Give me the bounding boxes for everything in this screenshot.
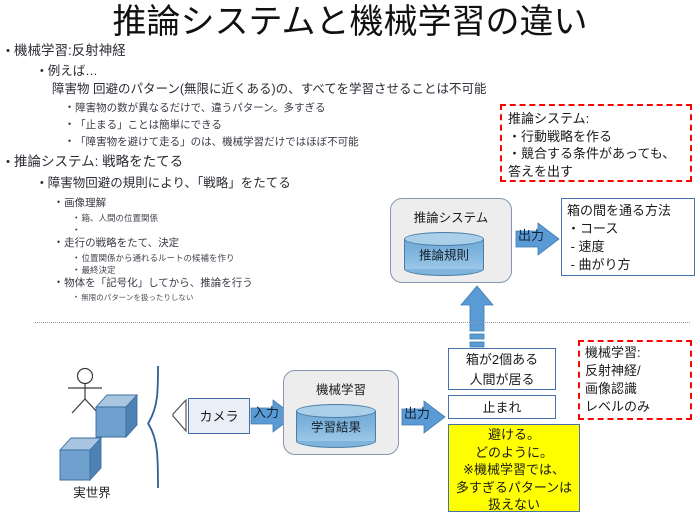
callout-ml-line-2: 画像認識 [585, 381, 638, 396]
inference-system-box-label: 推論システム [413, 211, 489, 225]
camera-label: カメラ [199, 409, 239, 424]
inference-result-line-3: - 曲がり方 [567, 257, 631, 272]
input-arrow-label: 入力 [252, 405, 279, 420]
warning-line-3: 多すぎるパターンは [455, 479, 573, 495]
warning-line-0: 避ける。 [487, 427, 540, 442]
outline-ml-sub-0: 障害物の数が異なるだけで、違うパターン。多すぎる [68, 101, 325, 115]
box-cube-icon-1 [94, 393, 139, 439]
machine-learning-box-label: 機械学習 [315, 383, 366, 397]
callout-ml-line-3: レベルのみ [585, 399, 651, 414]
perception-line-1: 人間が居る [469, 372, 535, 387]
output-arrow-bottom-label: 出力 [403, 406, 430, 421]
outline-ml-heading: 機械学習:反射神経 [6, 42, 126, 61]
warning-line-2: ※機械学習では、 [463, 462, 565, 477]
output-arrow-top-label: 出力 [517, 228, 544, 243]
slide-canvas: 推論システムと機械学習の違い 機械学習:反射神経 例えば… 障害物 回避のパター… [0, 0, 700, 503]
outline-inference-item-0: 画像理解 [57, 196, 106, 210]
real-world-label: 実世界 [73, 486, 111, 500]
callout-machine-learning: 機械学習: 反射神経/ 画像認識 レベルのみ [578, 340, 692, 420]
outline-inference-item-1-child-0: 位置関係から通れるルートの候補を作り [75, 252, 235, 265]
camera-box: カメラ [188, 398, 250, 434]
section-divider [35, 322, 690, 323]
outline-ml-example: 例えば… [40, 63, 98, 80]
page-title: 推論システムと機械学習の違い [112, 3, 588, 41]
inference-result-line-2: - 速度 [567, 239, 605, 254]
action-output-box: 止まれ [448, 395, 556, 419]
perception-output-box: 箱が2個ある 人間が居る [448, 348, 556, 390]
limitation-warning-box: 避ける。 どのように。 ※機械学習では、 多すぎるパターンは 扱えない [448, 424, 580, 512]
outline-ml-sub-2: 「障害物を避けて走る」のは、機械学習だけではほぼ不可能 [68, 135, 359, 149]
learning-result-database-icon: 学習結果 [296, 404, 376, 448]
output-arrow-top-icon [515, 222, 560, 256]
callout-ml-line-1: 反射神経/ [585, 363, 641, 378]
action-label: 止まれ [482, 400, 522, 415]
outline-ml-example-detail: 障害物 回避のパターン(無限に近くある)の、すべてを学習させることは不可能 [52, 82, 487, 96]
camera-lens-icon [172, 398, 187, 433]
outline-inference-item-2-child-0: 無限のパターンを扱ったりしない [75, 292, 193, 304]
outline-ml-sub-1: 「止まる」ことは簡単にできる [68, 118, 222, 132]
warning-line-4: 扱えない [487, 497, 540, 512]
callout-inference-line-1: ・行動戦略を作る [508, 128, 613, 144]
outline-inference-item-0-child-0: 箱、人間の位置関係 [75, 212, 159, 225]
upward-arrow-icon [460, 285, 494, 348]
scene-grouping-brace [147, 365, 159, 489]
box-cube-icon-2 [58, 436, 103, 482]
outline-inference-heading: 推論システム: 戦略をたてる [6, 153, 183, 172]
callout-inference-line-3: 答えを出す [508, 163, 574, 179]
output-arrow-bottom-icon [401, 400, 446, 434]
perception-line-0: 箱が2個ある [465, 352, 539, 367]
inference-result-line-0: 箱の間を通る方法 [567, 203, 672, 218]
outline-inference-sub: 障害物回避の規則により、「戦略」をたてる [40, 175, 291, 192]
person-stick-figure-icon [68, 367, 102, 414]
learning-result-label: 学習結果 [310, 420, 361, 435]
inference-rules-database-icon: 推論規則 [404, 232, 484, 276]
outline-inference-item-1-child-1: 最終決定 [75, 264, 116, 277]
outline-inference-item-1: 走行の戦略をたて、決定 [57, 236, 179, 250]
callout-inference-line-0: 推論システム: [508, 111, 590, 126]
callout-ml-line-0: 機械学習: [585, 345, 641, 360]
callout-inference-line-2: ・競合する条件があっても、 [508, 146, 676, 161]
inference-result-line-1: ・コース [567, 221, 619, 236]
inference-result-box: 箱の間を通る方法 ・コース - 速度 - 曲がり方 [561, 198, 695, 276]
outline-inference-item-2: 物体を「記号化」してから、推論を行う [57, 276, 253, 290]
callout-inference-system: 推論システム: ・行動戦略を作る ・競合する条件があっても、 答えを出す [500, 104, 692, 182]
warning-line-1: どのように。 [474, 444, 553, 460]
inference-rules-label: 推論規則 [418, 248, 469, 263]
